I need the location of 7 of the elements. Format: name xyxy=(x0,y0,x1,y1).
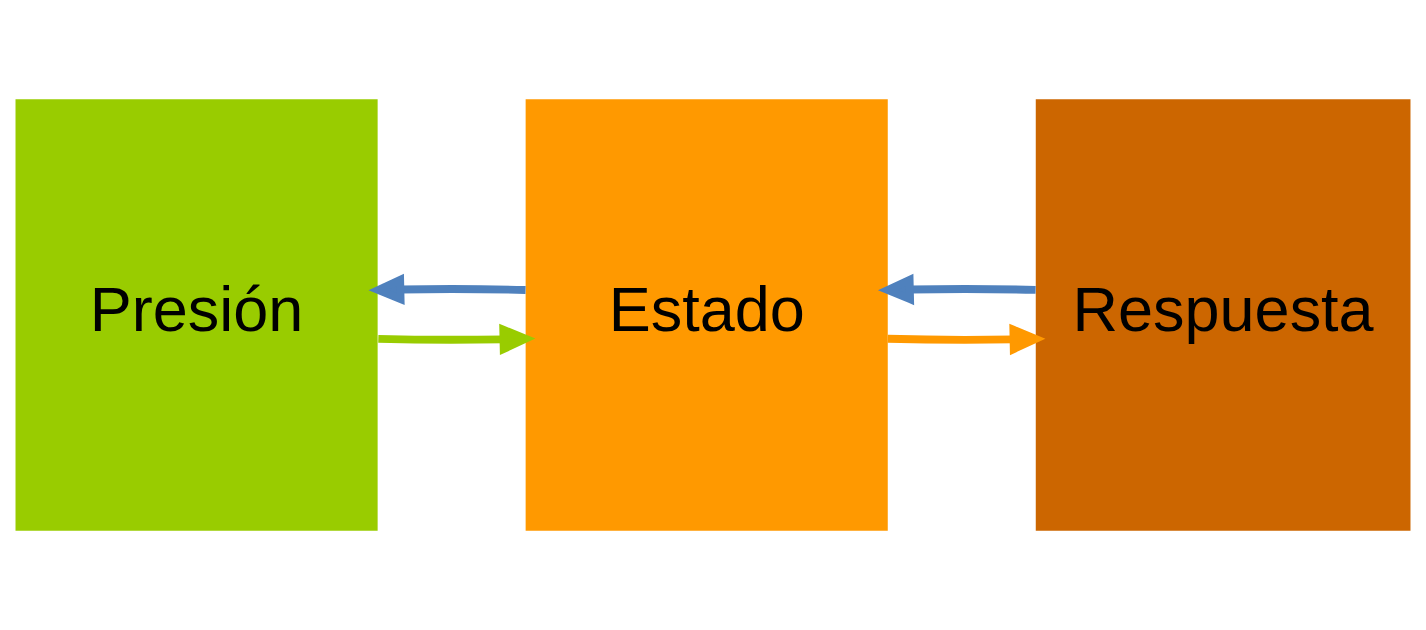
arrow xyxy=(887,323,1046,356)
arrow xyxy=(378,323,536,356)
node-box: Estado xyxy=(525,99,888,531)
node-box: Respuesta xyxy=(1035,99,1411,531)
arrow xyxy=(878,273,1036,306)
node-box: Presión xyxy=(15,99,378,531)
arrow xyxy=(368,273,526,306)
